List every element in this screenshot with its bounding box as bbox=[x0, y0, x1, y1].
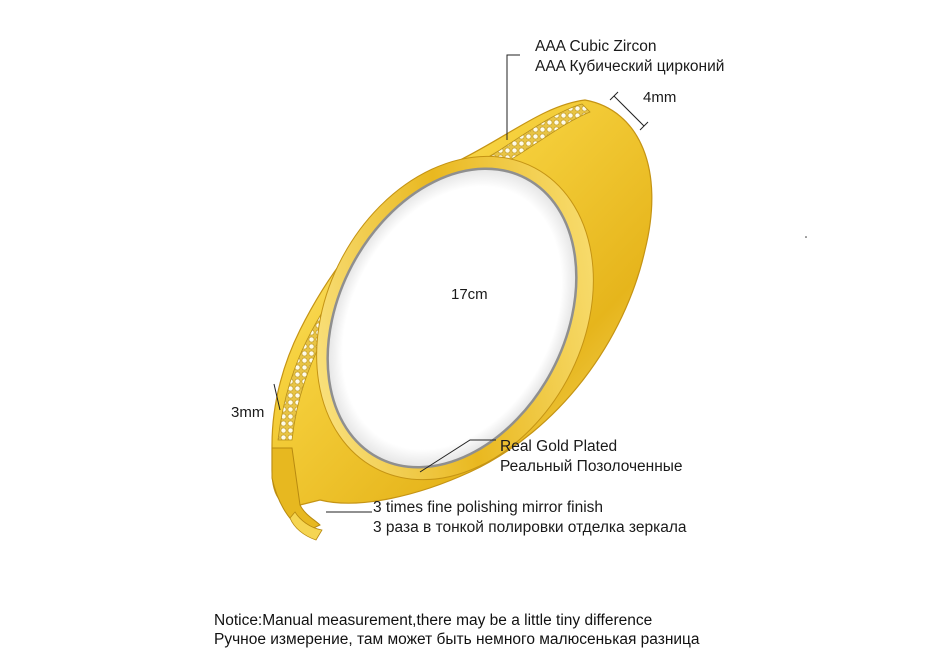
width-top-dim-line bbox=[613, 95, 645, 127]
dust-speck bbox=[805, 236, 807, 238]
notice-ru: Ручное измерение, там может быть немного… bbox=[214, 631, 700, 648]
bangle-hinge-pin bbox=[289, 511, 323, 541]
width-side-dim-line bbox=[273, 383, 281, 411]
bangle-inner-opening bbox=[326, 167, 578, 469]
gold-callout-ru: Реальный Позолоченные bbox=[500, 458, 683, 475]
polish-callout-ru: 3 раза в тонкой полировки отделка зеркал… bbox=[373, 519, 687, 536]
notice-en: Notice:Manual measurement,there may be a… bbox=[214, 612, 653, 629]
zircon-callout-en: AAA Cubic Zircon bbox=[535, 38, 657, 55]
gold-leader bbox=[419, 439, 496, 473]
measurement-notice: Notice:Manual measurement,there may be a… bbox=[214, 611, 700, 649]
zircon-callout-ru: AAA Кубический цирконий bbox=[535, 58, 725, 75]
width-top-dim-tick2 bbox=[639, 121, 649, 131]
leader-lines bbox=[273, 54, 649, 513]
gold-callout-en: Real Gold Plated bbox=[500, 438, 618, 455]
width-top-label: 4mm bbox=[643, 89, 677, 106]
polish-callout: 3 times fine polishing mirror finish 3 р… bbox=[373, 498, 687, 538]
zircon-callout: AAA Cubic Zircon AAA Кубический цирконий bbox=[535, 37, 724, 77]
diameter-label: 17cm bbox=[451, 286, 488, 303]
bangle bbox=[271, 99, 653, 541]
width-side-label: 3mm bbox=[231, 404, 265, 421]
zircon-leader bbox=[506, 54, 520, 140]
width-top-dim-tick1 bbox=[609, 91, 619, 101]
polish-callout-en: 3 times fine polishing mirror finish bbox=[373, 499, 604, 516]
gold-callout: Real Gold Plated Реальный Позолоченные bbox=[500, 437, 683, 477]
